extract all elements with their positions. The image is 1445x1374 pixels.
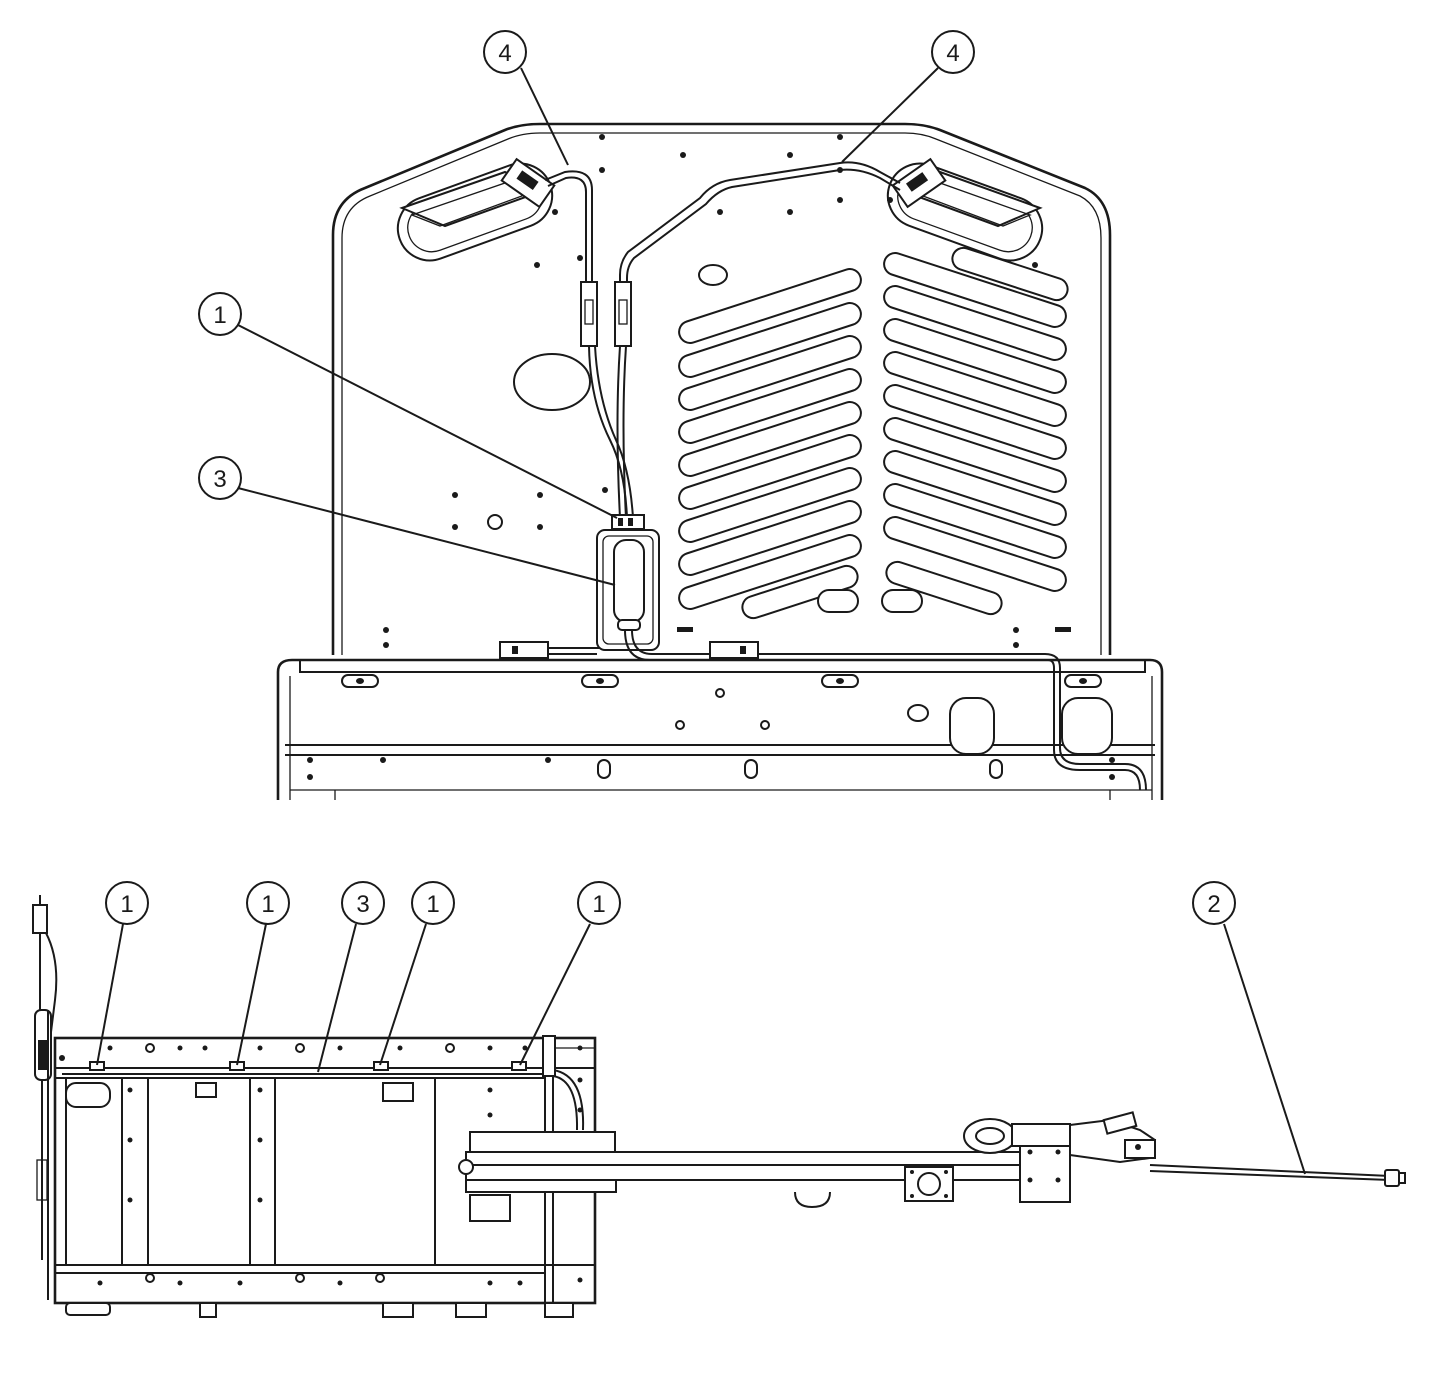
callout-top-3: 3 (198, 456, 242, 500)
callout-bottom-1c: 1 (411, 881, 455, 925)
back-panel (331, 122, 1112, 655)
drawbar (458, 1111, 1157, 1222)
panel-holes (383, 134, 1071, 648)
svg-text:1: 1 (426, 891, 439, 918)
svg-text:1: 1 (213, 302, 226, 329)
bottom-view (32, 895, 1406, 1318)
left-light-pod (396, 157, 556, 262)
callout-bottom-3: 3 (341, 881, 385, 925)
callout-bottom-1d: 1 (577, 881, 621, 925)
svg-text:3: 3 (213, 466, 226, 493)
right-light-pod (886, 157, 1044, 262)
vent-slots-left (678, 268, 862, 620)
wire-harness-top (499, 161, 1147, 791)
svg-text:1: 1 (120, 891, 133, 918)
svg-text:1: 1 (592, 891, 605, 918)
bottom-frame (53, 1035, 597, 1318)
vent-slots-right (881, 246, 1069, 616)
side-harness (32, 895, 58, 1300)
callout-top-1: 1 (198, 292, 242, 336)
tow-cable (1149, 1164, 1406, 1187)
base-rail (276, 658, 1164, 800)
callouts: 4 4 1 3 1 1 3 1 (96, 30, 1306, 1175)
callout-top-4b: 4 (931, 30, 975, 74)
top-view (276, 122, 1164, 800)
callout-bottom-1b: 1 (246, 881, 290, 925)
svg-text:4: 4 (946, 40, 959, 67)
callout-bottom-2: 2 (1192, 881, 1236, 925)
round-plug (513, 353, 591, 411)
svg-text:1: 1 (261, 891, 274, 918)
svg-text:3: 3 (356, 891, 369, 918)
callout-top-4a: 4 (483, 30, 527, 74)
svg-text:2: 2 (1207, 891, 1220, 918)
callout-bottom-1a: 1 (105, 881, 149, 925)
svg-text:4: 4 (498, 40, 511, 67)
